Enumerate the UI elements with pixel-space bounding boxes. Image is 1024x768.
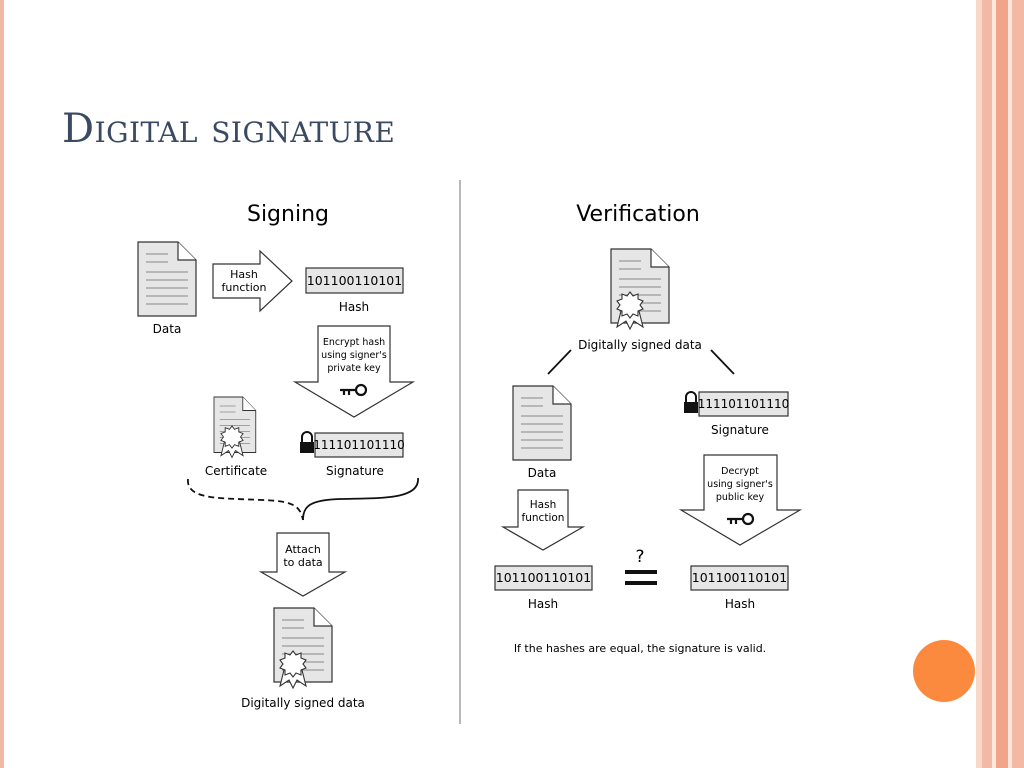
verification-signed-data-label: Digitally signed data [578,338,702,352]
signing-data-label: Data [153,322,182,336]
verification-heading: Verification [576,202,700,227]
signing-hash-value: 101100110101 [307,273,402,288]
comparison-question-mark: ? [635,547,644,567]
attach-label-line2: to data [283,556,322,569]
attach-label-line1: Attach [285,543,321,556]
verification-hash-function-line1: Hash [530,499,556,511]
padlock-icon [683,391,699,414]
verification-data-label: Data [528,466,557,480]
padlock-icon [299,431,315,454]
signing-heading: Signing [247,202,329,227]
signature-value-box [314,432,404,458]
slide-left-border [0,0,4,768]
decorative-orange-circle [913,640,975,702]
decrypt-label-line2: using signer's [707,479,773,490]
document-icon [137,241,197,317]
equals-sign-top [625,570,657,574]
signing-signed-data-label: Digitally signed data [241,696,365,710]
hash-function-label-line1: Hash [230,268,258,281]
hash-function-arrow [212,249,293,313]
signing-signature-value: 111101101110 [313,438,405,452]
verification-note: If the hashes are equal, the signature i… [514,642,766,655]
hash-value-box [305,267,404,294]
verification-signature-value: 111101101110 [698,397,790,411]
verification-signature-box [698,391,789,417]
verification-signature-label: Signature [711,423,769,437]
document-icon [512,385,572,461]
verification-hash-function-line2: function [522,512,565,524]
verification-hash-left-value: 101100110101 [496,570,591,585]
split-line-right [710,349,735,375]
signed-document-icon [610,248,670,324]
decrypt-label-line3: public key [716,492,765,503]
signing-hash-label: Hash [339,300,369,314]
verification-hash-right-label: Hash [725,597,755,611]
certificate-label: Certificate [205,464,267,478]
decrypt-label-line1: Decrypt [721,466,759,477]
split-line-left [547,349,572,375]
verification-hash-right-value: 101100110101 [692,570,787,585]
merge-brace-solid [302,477,419,521]
decorative-stripes [976,0,1024,768]
verification-hash-function-arrow [500,489,586,551]
verification-hash-left-label: Hash [528,597,558,611]
equals-sign-bottom [625,581,657,585]
verification-hash-left-box [494,565,593,591]
encrypt-label-line2: using signer's [321,350,387,361]
slide-title: Digital signature [62,106,396,152]
encrypt-arrow [292,325,416,418]
signing-signature-label: Signature [326,464,384,478]
attach-arrow [258,532,348,597]
merge-brace-dashed [187,478,304,521]
decrypt-arrow [678,454,803,546]
encrypt-label-line1: Encrypt hash [323,337,385,348]
hash-function-label-line2: function [222,281,267,294]
signed-document-icon [273,607,333,683]
verification-hash-right-box [690,565,789,591]
encrypt-label-line3: private key [327,363,381,374]
